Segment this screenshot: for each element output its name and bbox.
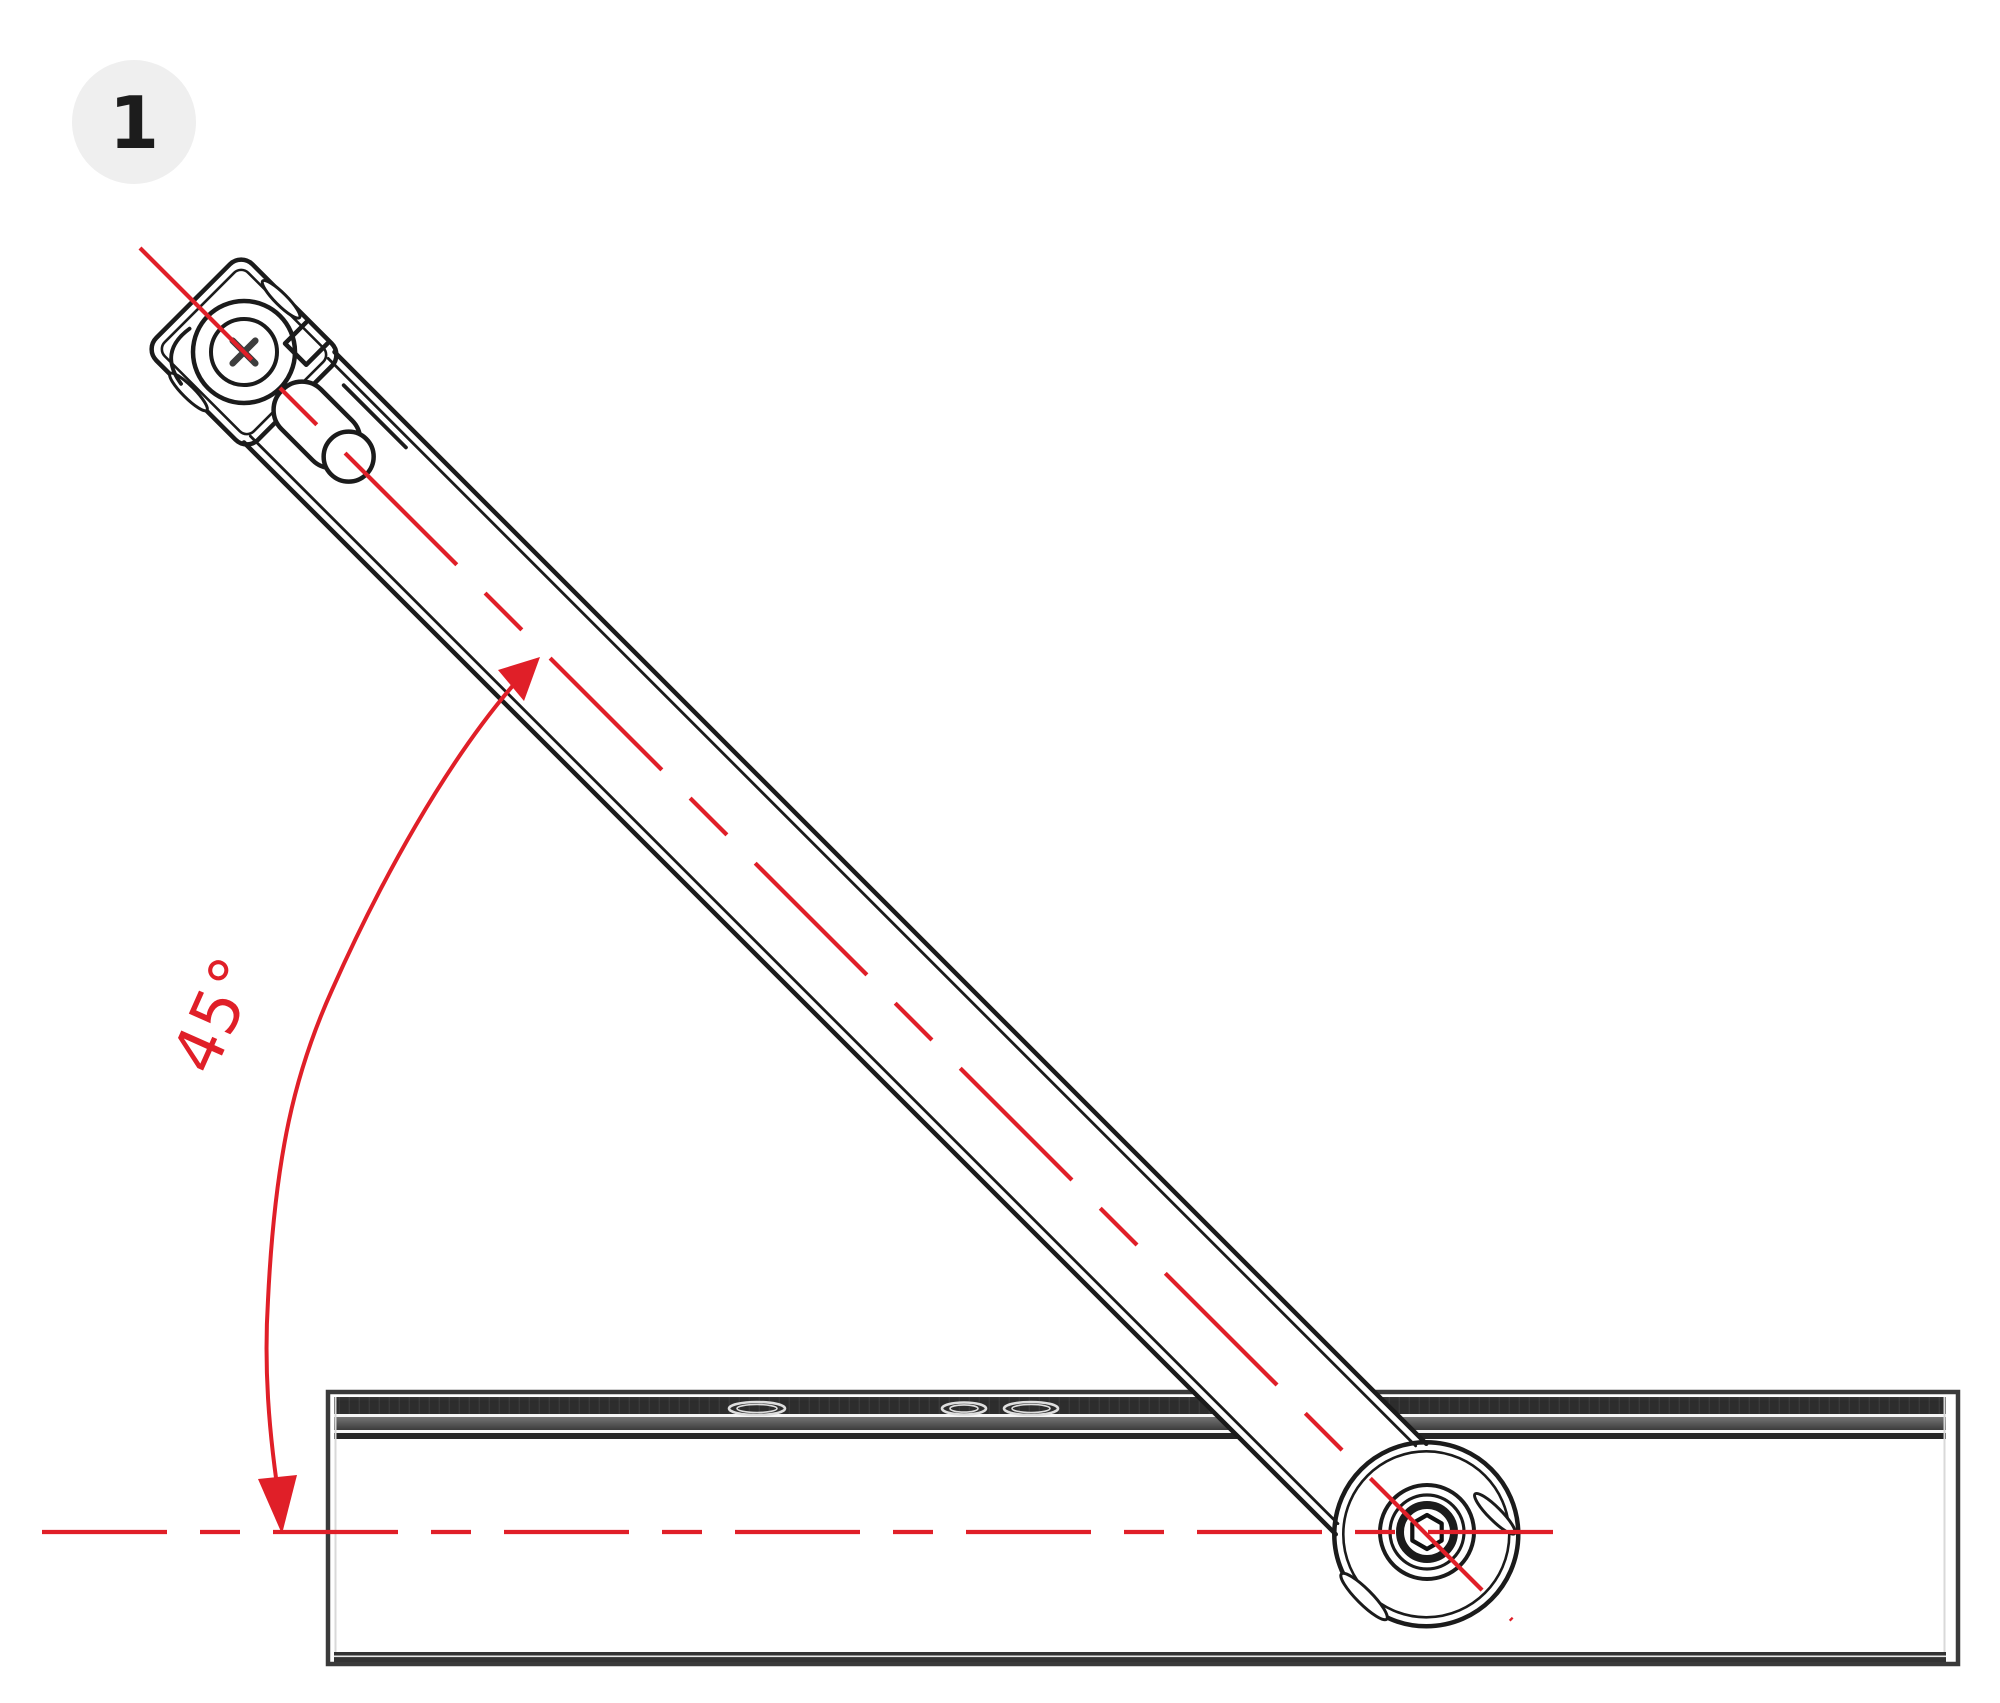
rail-top-band-teeth xyxy=(334,1397,1946,1414)
head-corner-groove xyxy=(169,326,192,386)
step-badge: 1 xyxy=(72,60,196,184)
mounting-rail xyxy=(325,1389,1961,1667)
angle-arc xyxy=(264,680,518,1513)
arm-edge-top-inner xyxy=(326,356,1418,1448)
rail-left-inner-line xyxy=(334,1397,337,1652)
rail-bottom-highlight xyxy=(334,1655,1946,1658)
angle-arrow-down-icon xyxy=(258,1475,297,1534)
rail-band-separator-2 xyxy=(334,1430,1946,1433)
rail-slot xyxy=(727,1400,787,1417)
head-edge-slot-top xyxy=(260,278,302,320)
rail-slot xyxy=(1002,1400,1060,1417)
step-number: 1 xyxy=(109,81,159,165)
arm-edge-bottom-inner xyxy=(248,434,1340,1526)
angle-arrow-up-icon xyxy=(498,657,540,701)
jaw-inner-wall xyxy=(341,383,408,450)
rail-right-inner-line xyxy=(1943,1397,1946,1652)
rail-band-separator xyxy=(334,1414,1946,1417)
arm-body-edges xyxy=(241,349,1429,1537)
rail-slot-inner xyxy=(736,1403,778,1414)
arm-end-cap xyxy=(1332,1440,1521,1629)
step-badge-circle xyxy=(72,60,196,184)
angle-label: 45° xyxy=(158,946,275,1085)
rail-slot-inner xyxy=(949,1404,979,1413)
rail-mid-band xyxy=(334,1417,1946,1430)
arm-edge-bottom-outer xyxy=(241,440,1339,1537)
rail-slot-inner xyxy=(1011,1403,1051,1414)
arm-edge-top-outer xyxy=(332,349,1429,1447)
jaw-notch xyxy=(282,320,330,367)
centerline-arm xyxy=(138,246,1514,1622)
rail-slots xyxy=(727,1400,1060,1417)
rail-slot xyxy=(940,1401,988,1416)
rail-lower-band xyxy=(334,1433,1946,1439)
end-cap-slot-bottom xyxy=(1339,1571,1389,1622)
